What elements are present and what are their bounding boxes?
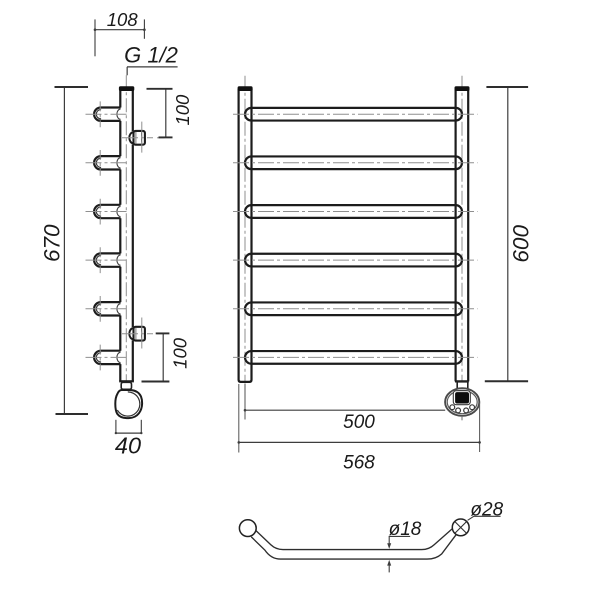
dia18-arrow-up <box>387 559 392 566</box>
dim568-dot-left <box>237 441 241 444</box>
dim108-text: 108 <box>107 9 139 30</box>
front-left-cap <box>237 86 253 91</box>
front-right-cap <box>454 86 470 91</box>
side-heater-housing-inner-arc <box>116 391 141 417</box>
dim100t-text: 100 <box>172 94 193 126</box>
dia18-arrow-down <box>387 543 392 549</box>
dim108-dot-right <box>143 28 146 32</box>
control-unit-button-4 <box>469 404 476 411</box>
dimension-labels: 108 G 1/2 100 100 670 40 600 500 568 ø18… <box>40 9 534 540</box>
control-unit-button-1 <box>449 404 456 411</box>
dim500-dot-left <box>243 408 247 412</box>
front-view <box>233 75 481 421</box>
thread-text: G 1/2 <box>124 42 178 67</box>
detail-view <box>238 515 501 573</box>
control-unit-button-2 <box>455 407 462 414</box>
dim100b-text: 100 <box>170 337 191 369</box>
detail-tube-bottom-line <box>250 533 458 560</box>
dimensions <box>54 19 529 453</box>
dim670-text: 670 <box>40 224 65 262</box>
side-heater-neck <box>120 381 133 391</box>
side-heater-housing <box>114 389 144 420</box>
front-left-rail <box>237 88 253 383</box>
side-view <box>85 75 165 420</box>
detail-end-circle-left <box>238 518 257 538</box>
dim500-text: 500 <box>343 412 375 433</box>
side-top-cap <box>118 86 135 91</box>
dim40-dot-left <box>114 431 118 435</box>
dia28-text: ø28 <box>470 500 503 521</box>
control-unit-display <box>455 392 469 404</box>
dia18-text: ø18 <box>389 519 422 540</box>
detail-weld-mark-diag-2 <box>454 521 468 534</box>
dim600-text: 600 <box>508 225 533 263</box>
dim568-dot-right <box>478 441 481 444</box>
dim568-text: 568 <box>343 453 375 474</box>
dia28-leader <box>467 515 501 521</box>
dim40-text: 40 <box>115 432 141 458</box>
detail-tube-top-line <box>255 527 454 551</box>
dim40-dot-right <box>140 431 143 435</box>
dim108-dot-left <box>93 28 97 32</box>
control-unit-button-3 <box>463 407 470 414</box>
